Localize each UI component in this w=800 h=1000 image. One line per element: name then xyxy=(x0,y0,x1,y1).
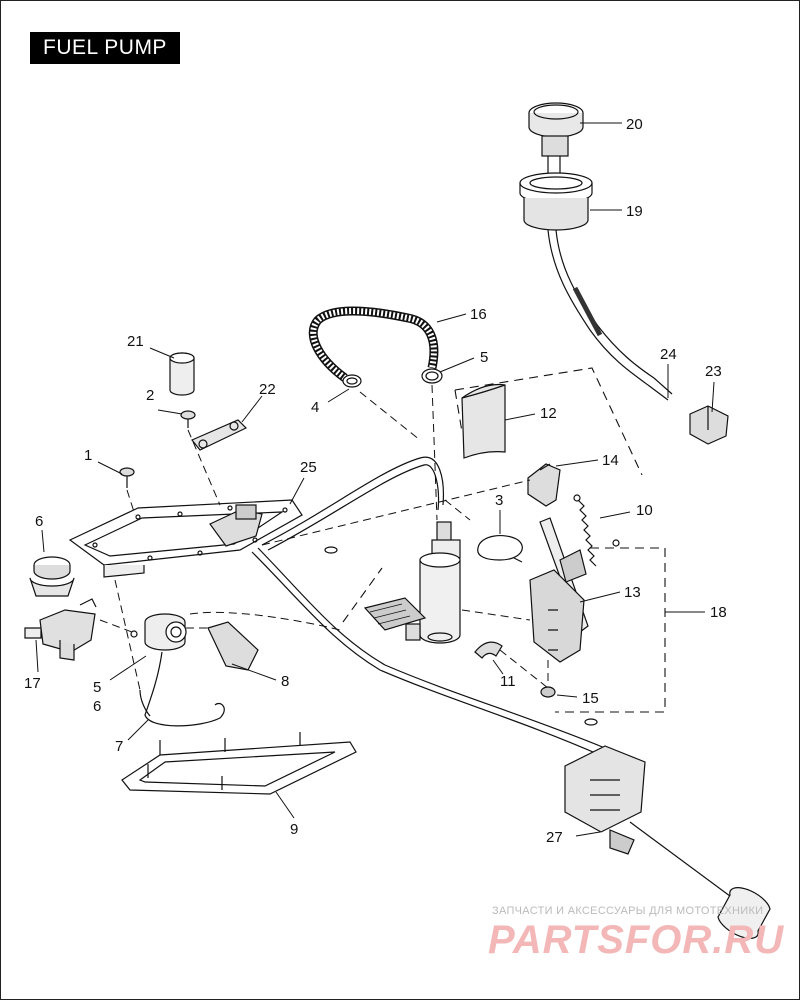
callout-19: 18 xyxy=(710,604,727,621)
callout-12: 11 xyxy=(500,673,516,690)
callout-10: 9 xyxy=(290,821,298,838)
part-13-sleeve xyxy=(461,383,506,459)
part-24-connector xyxy=(689,405,729,445)
callout-8: 7 xyxy=(115,738,123,755)
callout-5-lower: 5 xyxy=(93,679,101,696)
part-5-filter-lower xyxy=(130,613,187,651)
part-2-screw xyxy=(180,410,196,428)
callout-17: 16 xyxy=(470,306,487,323)
part-7-clip xyxy=(139,689,151,717)
part-18-filter-housing xyxy=(24,598,97,661)
o-ring xyxy=(324,546,338,554)
part-26-mounting-plate xyxy=(68,499,303,578)
part-17-hose xyxy=(308,306,439,382)
part-15-bracket xyxy=(527,463,561,507)
callout-14: 13 xyxy=(624,584,641,601)
callout-11: 10 xyxy=(636,502,653,519)
part-12-clip xyxy=(474,641,503,659)
o-ring xyxy=(584,718,598,726)
part-9-bracket xyxy=(207,621,259,671)
part-6-regulator xyxy=(29,556,75,597)
callout-23: 22 xyxy=(259,381,276,398)
callout-9: 8 xyxy=(281,673,289,690)
callout-13: 12 xyxy=(540,405,557,422)
callout-2: 2 xyxy=(146,387,154,404)
part-20-grommet xyxy=(519,172,593,231)
leader-lines xyxy=(35,122,715,837)
callout-27: 27 xyxy=(546,829,563,846)
watermark-tagline: ЗАПЧАСТИ И АКСЕССУАРЫ ДЛЯ МОТОТЕХНИКИ xyxy=(492,905,764,917)
callout-6: 6 xyxy=(35,513,43,530)
harness-wires xyxy=(251,456,606,756)
part-16-nut xyxy=(540,686,556,698)
callout-15: 14 xyxy=(602,452,619,469)
callout-18: 17 xyxy=(24,675,41,692)
part-4-clamp xyxy=(342,374,362,388)
diagram-title: FUEL PUMP xyxy=(30,32,180,64)
callout-1: 1 xyxy=(84,447,92,464)
assembly-19-outline xyxy=(342,367,666,713)
callout-labels: 20 19 24 23 16 5 4 12 14 3 10 13 18 11 1… xyxy=(24,116,727,846)
callout-24: 23 xyxy=(705,363,722,380)
part-10-gasket xyxy=(121,732,357,795)
part-21-cap xyxy=(528,102,584,176)
part-22-sleeve xyxy=(169,352,195,396)
part-27-level-sender xyxy=(564,745,771,939)
part-3-strap xyxy=(477,534,523,563)
part-8-wire xyxy=(144,651,225,727)
part-5-clamp-upper xyxy=(421,368,443,384)
callout-25: 24 xyxy=(660,346,677,363)
alignment-lines xyxy=(99,384,549,691)
part-11-spring xyxy=(573,494,620,567)
callout-26: 25 xyxy=(300,459,317,476)
callout-7: 6 xyxy=(93,698,101,715)
part-1-screw xyxy=(119,467,135,488)
watermark-logo: PARTSFOR.RU xyxy=(488,918,785,962)
part-fuel-pump-motor xyxy=(363,521,461,644)
callout-4: 4 xyxy=(311,399,319,416)
callout-5-upper: 5 xyxy=(480,349,488,366)
callout-22: 21 xyxy=(127,333,144,350)
part-25-wire-lead xyxy=(547,229,673,401)
callout-16: 15 xyxy=(582,690,599,707)
part-14-sender-bracket xyxy=(529,517,589,663)
part-23-bracket xyxy=(191,419,248,451)
callout-3: 3 xyxy=(495,492,503,509)
callout-21: 20 xyxy=(626,116,643,133)
callout-20: 19 xyxy=(626,203,643,220)
